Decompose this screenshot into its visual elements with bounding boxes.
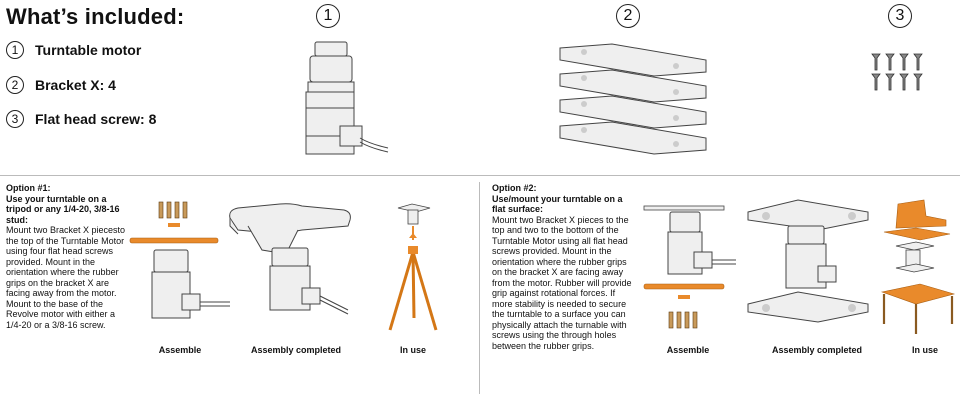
included-item-label: Turntable motor: [35, 42, 142, 58]
page-title: What’s included:: [6, 4, 185, 29]
option2-in-use-illustration: [880, 199, 956, 334]
option2-subtitle: Use/mount your turntable on a flat surfa…: [492, 193, 623, 215]
option1-body: Mount two Bracket X piecesto the top of …: [6, 225, 126, 330]
option-divider: [479, 182, 480, 394]
turntable-motor-illustration: [305, 41, 389, 155]
option1-caption-in-use: In use: [399, 345, 426, 355]
option1-caption-completed: Assembly completed: [250, 345, 342, 355]
included-item-label: Bracket X: 4: [35, 77, 116, 93]
figure-number-3: 3: [888, 4, 912, 28]
number-badge: 2: [6, 76, 24, 94]
number-badge: 1: [6, 41, 24, 59]
option2-assembly-completed-illustration: [747, 199, 869, 323]
included-item-bracket: 2 Bracket X: 4: [6, 76, 116, 94]
option1-in-use-tripod-illustration: [388, 203, 438, 331]
flat-head-screws-illustration: [871, 53, 923, 91]
included-item-screw: 3 Flat head screw: 8: [6, 110, 156, 128]
option2-assemble-illustration: [643, 205, 736, 329]
option1-assembly-completed-illustration: [229, 203, 351, 315]
option2-caption-assemble: Assemble: [666, 345, 710, 355]
option1-caption-assemble: Assemble: [158, 345, 202, 355]
option2-caption-completed: Assembly completed: [771, 345, 863, 355]
option2-caption-in-use: In use: [911, 345, 938, 355]
section-divider: [0, 175, 960, 176]
option2-body: Mount two Bracket X pieces to the top an…: [492, 214, 632, 351]
option2-title: Option #2:: [492, 183, 537, 193]
option1-subtitle: Use your turntable on a tripod or any 1/…: [6, 193, 120, 225]
option1-text: Option #1: Use your turntable on a tripo…: [6, 183, 126, 330]
number-badge: 3: [6, 110, 24, 128]
figure-number-2: 2: [616, 4, 640, 28]
included-item-label: Flat head screw: 8: [35, 111, 157, 127]
bracket-x-pieces-illustration: [559, 43, 707, 155]
option1-assemble-illustration: [129, 201, 230, 319]
option2-text: Option #2: Use/mount your turntable on a…: [492, 183, 632, 351]
figure-number-1: 1: [316, 4, 340, 28]
included-item-motor: 1 Turntable motor: [6, 41, 141, 59]
option1-title: Option #1:: [6, 183, 51, 193]
